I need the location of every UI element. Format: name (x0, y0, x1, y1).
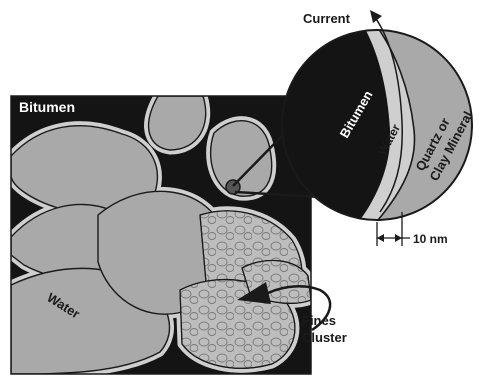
fines-label-line2: Cluster (302, 330, 347, 345)
pore-scale-panel (11, 96, 311, 374)
bitumen-label-main: Bitumen (19, 99, 75, 115)
scale-label: 10 nm (413, 232, 448, 246)
scale-arrow-left-icon (377, 234, 384, 242)
current-arrowhead-icon (370, 10, 382, 23)
grain (211, 121, 272, 196)
fines-label-line1: Fines (302, 313, 336, 328)
current-label: Current (303, 11, 351, 26)
scale-arrow-right-icon (395, 234, 402, 242)
